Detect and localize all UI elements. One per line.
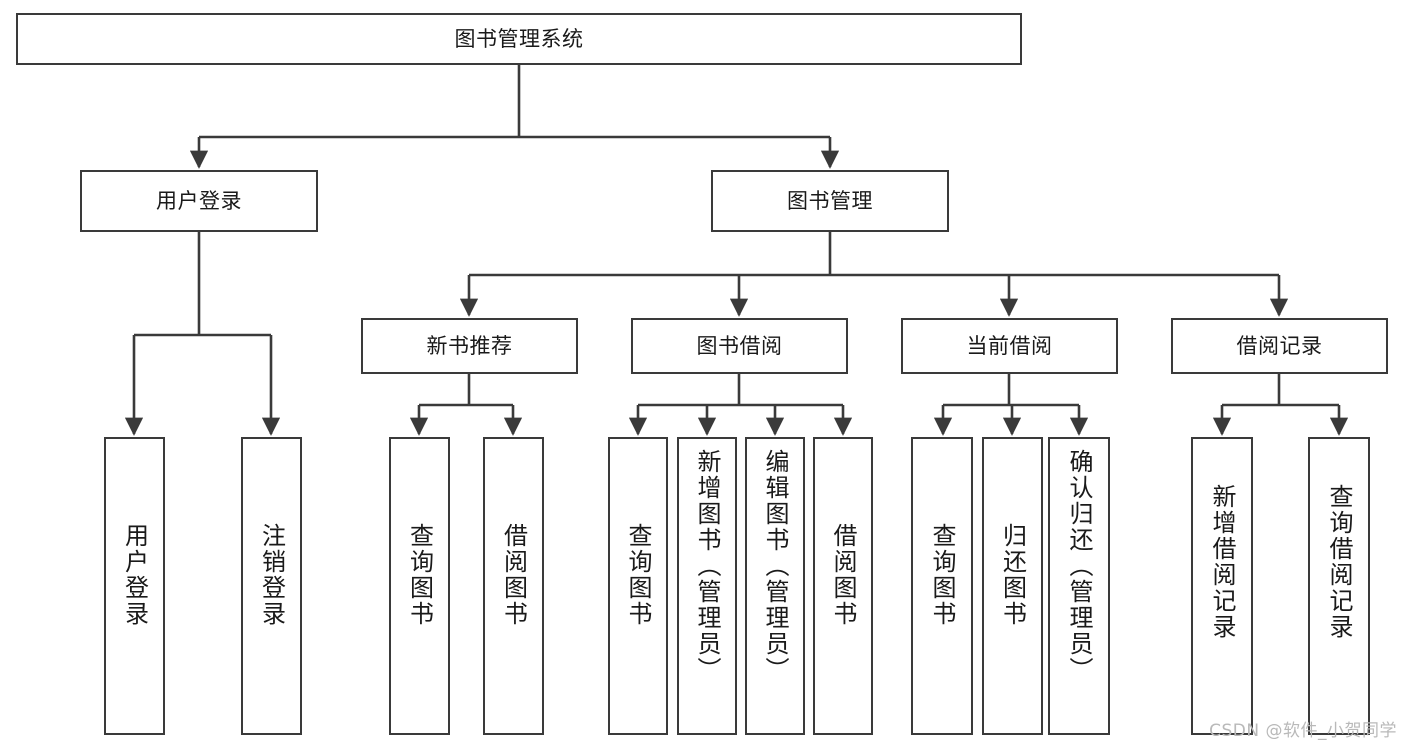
leaf-user-login[interactable]: 用户登录	[104, 437, 165, 735]
node-user-login[interactable]: 用户登录	[80, 170, 318, 232]
node-borrow-record[interactable]: 借阅记录	[1171, 318, 1388, 374]
node-root[interactable]: 图书管理系统	[16, 13, 1022, 65]
leaf-query-book-1-label: 查询图书	[405, 523, 434, 627]
leaf-return-book-label: 归还图书	[998, 523, 1027, 627]
leaf-user-login-label: 用户登录	[120, 523, 149, 627]
leaf-logout-label: 注销登录	[257, 523, 286, 627]
leaf-query-book-3-label: 查询图书	[928, 523, 956, 627]
node-borrow-record-label: 借阅记录	[1236, 333, 1323, 358]
csdn-watermark: CSDN @软件_小贺同学	[1209, 721, 1397, 741]
leaf-add-book[interactable]: 新增图书（管理员）	[677, 437, 737, 735]
leaf-return-book[interactable]: 归还图书	[982, 437, 1043, 735]
leaf-edit-book[interactable]: 编辑图书（管理员）	[745, 437, 805, 735]
leaf-query-record[interactable]: 查询借阅记录	[1308, 437, 1370, 735]
leaf-edit-book-label: 编辑图书（管理员）	[761, 449, 789, 683]
node-book-manage-label: 图书管理	[787, 188, 873, 213]
leaf-borrow-book-1[interactable]: 借阅图书	[483, 437, 544, 735]
leaf-confirm-return[interactable]: 确认归还（管理员）	[1048, 437, 1110, 735]
leaf-query-record-label: 查询借阅记录	[1325, 484, 1353, 640]
node-current-borrow-label: 当前借阅	[966, 333, 1053, 358]
node-new-book-rec[interactable]: 新书推荐	[361, 318, 578, 374]
leaf-confirm-return-label: 确认归还（管理员）	[1065, 449, 1093, 683]
node-book-borrow[interactable]: 图书借阅	[631, 318, 848, 374]
leaf-query-book-3[interactable]: 查询图书	[911, 437, 973, 735]
leaf-query-book-1[interactable]: 查询图书	[389, 437, 450, 735]
leaf-borrow-book-2-label: 借阅图书	[829, 523, 857, 627]
leaf-logout[interactable]: 注销登录	[241, 437, 302, 735]
leaf-borrow-book-2[interactable]: 借阅图书	[813, 437, 873, 735]
node-user-login-label: 用户登录	[156, 188, 242, 213]
leaf-query-book-2-label: 查询图书	[624, 523, 652, 627]
leaf-add-record-label: 新增借阅记录	[1208, 484, 1236, 640]
leaf-add-record[interactable]: 新增借阅记录	[1191, 437, 1253, 735]
node-root-label: 图书管理系统	[454, 26, 584, 51]
node-current-borrow[interactable]: 当前借阅	[901, 318, 1118, 374]
leaf-borrow-book-1-label: 借阅图书	[499, 523, 528, 627]
node-book-borrow-label: 图书借阅	[696, 333, 783, 358]
leaf-add-book-label: 新增图书（管理员）	[693, 449, 721, 683]
node-book-manage[interactable]: 图书管理	[711, 170, 949, 232]
leaf-query-book-2[interactable]: 查询图书	[608, 437, 668, 735]
node-new-book-rec-label: 新书推荐	[426, 333, 513, 358]
